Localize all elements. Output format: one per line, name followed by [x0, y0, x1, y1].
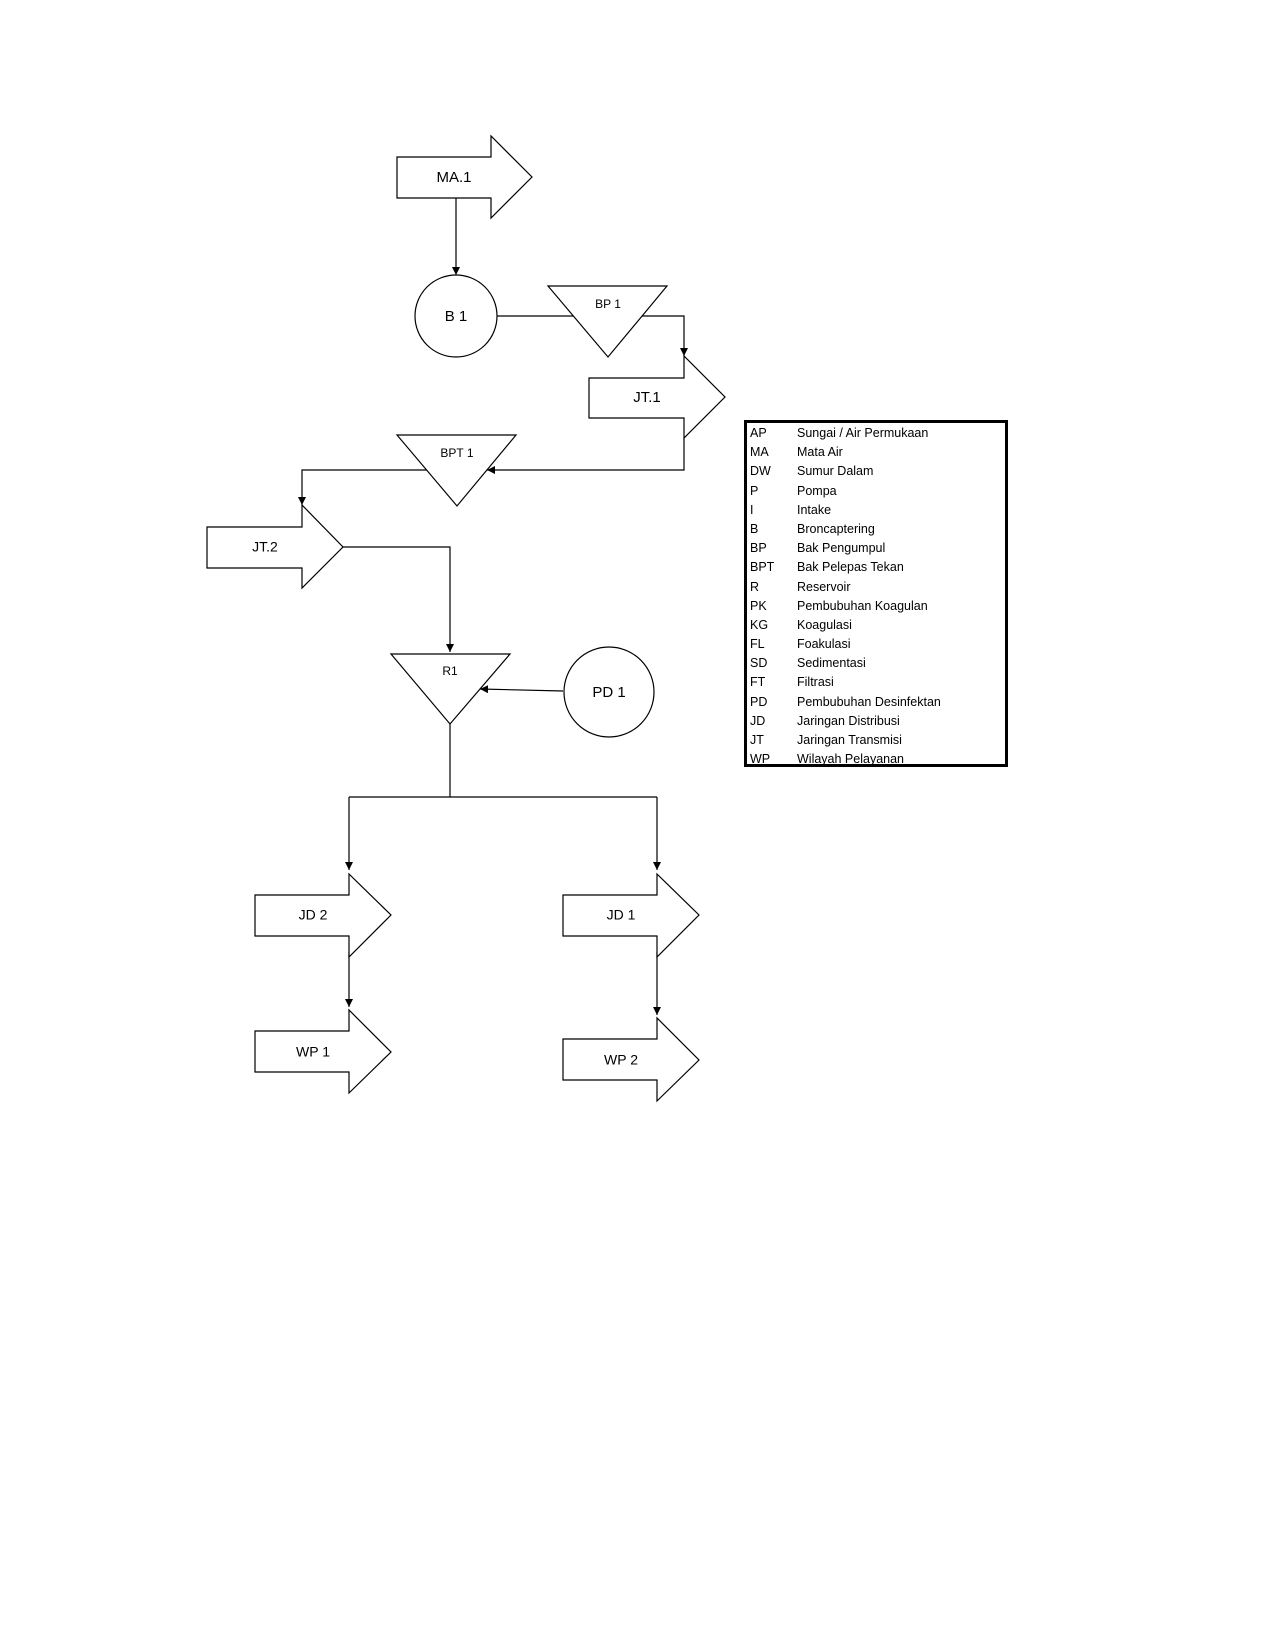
connector-bp1-jt1 — [638, 315, 688, 356]
r1-triangle-shape — [389, 653, 512, 725]
node-bp1: BP 1 — [546, 285, 669, 358]
legend-row: MA Mata Air — [750, 443, 1005, 462]
node-wp1: WP 1 — [254, 1008, 392, 1095]
jt2-label: JT.2 — [252, 539, 278, 555]
legend-desc: Bak Pengumpul — [797, 541, 886, 556]
legend-row: JT Jaringan Transmisi — [750, 731, 1005, 750]
pd1-label: PD 1 — [592, 684, 625, 701]
jd1-label: JD 1 — [607, 907, 636, 923]
legend-row: PK Pembubuhan Koagulan — [750, 597, 1005, 616]
node-jd2: JD 2 — [254, 872, 392, 959]
connector-jt1-bpt1 — [487, 438, 685, 474]
legend-code: P — [750, 483, 759, 498]
ma1-label: MA.1 — [436, 169, 471, 186]
legend-box: AP Sungai / Air Permukaan MA Mata Air DW Su… — [744, 420, 1008, 767]
legend-desc: Intake — [797, 502, 832, 517]
legend-row: PD Pembubuhan Desinfektan — [750, 693, 1005, 712]
legend-code: MA — [750, 445, 769, 460]
legend-desc: Pembubuhan Desinfektan — [797, 694, 941, 709]
legend-code: FL — [750, 637, 765, 652]
bpt1-label: BPT 1 — [440, 446, 473, 460]
legend-code: I — [750, 502, 754, 517]
legend-desc: Broncaptering — [797, 521, 875, 536]
legend-row: FL Foakulasi — [750, 635, 1005, 654]
legend-code: PD — [750, 694, 768, 709]
legend-code: BP — [750, 541, 767, 556]
legend-row: WP Wilayah Pelayanan — [750, 750, 1005, 769]
node-jt1: JT.1 — [588, 354, 726, 440]
legend-desc: Sungai / Air Permukaan — [797, 426, 929, 440]
legend-desc: Mata Air — [797, 445, 843, 460]
node-b1: B 1 — [414, 274, 498, 358]
legend-code: R — [750, 579, 760, 594]
legend-code: SD — [750, 656, 768, 671]
jt1-arrow-shape — [588, 354, 726, 440]
node-jt2: JT.2 — [206, 503, 344, 590]
legend-row: B Broncaptering — [750, 520, 1005, 539]
jt1-label: JT.1 — [633, 389, 661, 406]
ma1-arrow-shape — [396, 134, 533, 220]
jd1-arrow-shape — [562, 872, 700, 959]
connector-pd1-r1 — [479, 685, 564, 694]
legend-code: PK — [750, 598, 767, 613]
b1-label: B 1 — [445, 308, 468, 325]
pd1-circle-shape — [563, 646, 655, 738]
connector-bpt1-jt2 — [298, 469, 430, 505]
bp1-label: BP 1 — [595, 297, 621, 311]
node-bpt1: BPT 1 — [395, 434, 518, 507]
legend-code: FT — [750, 675, 766, 690]
legend-code: B — [750, 521, 759, 536]
legend-desc: Sedimentasi — [797, 656, 866, 671]
legend-code: JD — [750, 713, 766, 728]
jt2-arrow-shape — [206, 503, 344, 590]
jd2-label: JD 2 — [299, 907, 328, 923]
wp2-label: WP 2 — [604, 1052, 638, 1068]
r1-label: R1 — [442, 664, 458, 678]
legend-row: BPT Bak Pelepas Tekan — [750, 558, 1005, 577]
legend-row: BP Bak Pengumpul — [750, 539, 1005, 558]
legend-row: DW Sumur Dalam — [750, 462, 1005, 481]
legend-row: AP Sungai / Air Permukaan — [750, 424, 1005, 443]
wp1-label: WP 1 — [296, 1044, 330, 1060]
legend-desc: Wilayah Pelayanan — [797, 752, 905, 767]
node-wp2: WP 2 — [562, 1016, 700, 1103]
legend-code: JT — [750, 733, 764, 747]
legend-desc: Reservoir — [797, 579, 851, 594]
bp1-triangle-shape — [546, 285, 669, 358]
legend-desc: Jaringan Transmisi — [797, 733, 902, 747]
connectors — [298, 198, 688, 1015]
legend-desc: Foakulasi — [797, 637, 851, 652]
legend-row: R Reservoir — [750, 578, 1005, 597]
legend-row: JD Jaringan Distribusi — [750, 712, 1005, 731]
legend-desc: Pompa — [797, 483, 837, 498]
node-pd1: PD 1 — [563, 646, 655, 738]
legend-code: WP — [750, 752, 771, 767]
legend-row: P Pompa — [750, 482, 1005, 501]
legend-row: KG Koagulasi — [750, 616, 1005, 635]
bpt1-triangle-shape — [395, 434, 518, 507]
legend-row: SD Sedimentasi — [750, 654, 1005, 673]
legend-code: BPT — [750, 560, 775, 575]
jd2-arrow-shape — [254, 872, 392, 959]
legend-desc: Pembubuhan Koagulan — [797, 598, 928, 613]
legend-row: I Intake — [750, 501, 1005, 520]
connector-jt2-r1 — [342, 546, 454, 652]
legend-desc: Sumur Dalam — [797, 464, 874, 479]
legend-row: FT Filtrasi — [750, 673, 1005, 692]
legend-desc: Filtrasi — [797, 675, 834, 690]
node-jd1: JD 1 — [562, 872, 700, 959]
node-r1: R1 — [389, 653, 512, 725]
node-ma1: MA.1 — [396, 134, 533, 220]
legend-code: KG — [750, 617, 769, 632]
legend-desc: Jaringan Distribusi — [797, 713, 900, 728]
legend-code: DW — [750, 464, 771, 479]
legend-desc: Bak Pelepas Tekan — [797, 560, 904, 575]
wp1-arrow-shape — [254, 1008, 392, 1095]
b1-circle-shape — [414, 274, 498, 358]
wp2-arrow-shape — [562, 1016, 700, 1103]
legend-code: AP — [750, 426, 767, 440]
legend-desc: Koagulasi — [797, 617, 852, 632]
